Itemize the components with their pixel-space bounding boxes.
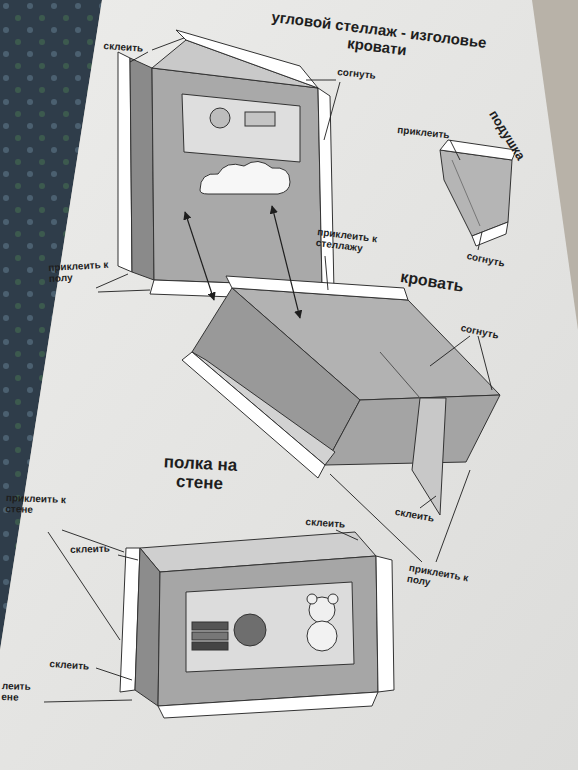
instruction-label: приклеить к стеллажу (315, 226, 409, 259)
instruction-label: склеить (70, 542, 122, 555)
corner-shelf-part (130, 58, 154, 280)
wall-shelf-part (192, 622, 228, 630)
leader-lines-part (430, 336, 470, 366)
wall-shelf-part (192, 632, 228, 640)
wall-shelf-part (234, 614, 266, 646)
wall-shelf (120, 532, 394, 718)
instruction-label: согнуть (460, 322, 513, 344)
wall-shelf-part (328, 594, 338, 604)
corner-shelf-part (200, 161, 290, 194)
pillow (440, 140, 516, 246)
leader-lines-part (420, 496, 436, 508)
bed-part (192, 352, 335, 465)
leader-lines (44, 38, 492, 702)
bed-part (412, 398, 446, 515)
bed (182, 276, 500, 515)
wall-shelf-part (192, 642, 228, 650)
corner-shelf (118, 30, 334, 300)
leader-lines-part (478, 336, 492, 390)
wall-shelf-part (135, 548, 160, 706)
leader-lines-part (96, 274, 128, 288)
instruction-label: склеить (305, 516, 358, 531)
corner-shelf-part (182, 94, 300, 162)
instruction-label: согнуть (466, 250, 519, 272)
part-title: подушка (486, 108, 535, 175)
corner-shelf-part (152, 68, 322, 286)
instruction-label: склеить (394, 506, 447, 526)
fit-arrows-part (185, 212, 214, 300)
pillow-part (472, 222, 508, 246)
bed-part (325, 395, 500, 465)
part-title: кровать (399, 268, 481, 298)
leader-lines-part (325, 256, 328, 290)
wall-shelf-part (186, 582, 354, 672)
instruction-label: приклеить к стене (5, 492, 86, 517)
leader-lines-part (306, 80, 336, 81)
instruction-label: приклеить (397, 124, 458, 141)
leader-lines-part (450, 140, 460, 160)
leader-lines-part (478, 232, 482, 250)
instruction-label: приклеить к полу (48, 258, 121, 284)
instruction-label: согнуть (337, 66, 390, 82)
leader-lines-part (118, 555, 138, 560)
instruction-label: леить ене (1, 680, 42, 703)
part-title: угловой стеллаж - изголовье кровати (246, 6, 510, 71)
instruction-label: склеить (103, 40, 154, 54)
instruction-label: склеить (49, 658, 102, 673)
leader-lines-part (436, 470, 470, 562)
instruction-label: приклеить к полу (406, 562, 489, 598)
wall-shelf-part (158, 692, 378, 718)
leader-lines-part (336, 530, 358, 540)
bed-part (226, 276, 408, 300)
fit-arrows-part (272, 206, 300, 318)
corner-shelf-part (318, 88, 334, 292)
wall-shelf-part (307, 621, 337, 651)
part-title: полка на стене (140, 452, 260, 495)
corner-shelf-part (245, 112, 275, 126)
pillow-part (452, 160, 480, 226)
pillow-part (440, 150, 512, 236)
leader-lines-part (96, 668, 132, 680)
leader-lines-part (98, 290, 150, 292)
corner-shelf-part (210, 108, 230, 128)
bed-part (380, 352, 420, 398)
leader-lines-part (324, 82, 340, 140)
fit-arrows (185, 206, 300, 318)
wall-shelf-part (307, 594, 317, 604)
wall-shelf-part (376, 556, 394, 692)
leader-lines-part (44, 700, 132, 702)
leader-lines-part (152, 38, 184, 50)
wall-shelf-part (158, 556, 378, 706)
